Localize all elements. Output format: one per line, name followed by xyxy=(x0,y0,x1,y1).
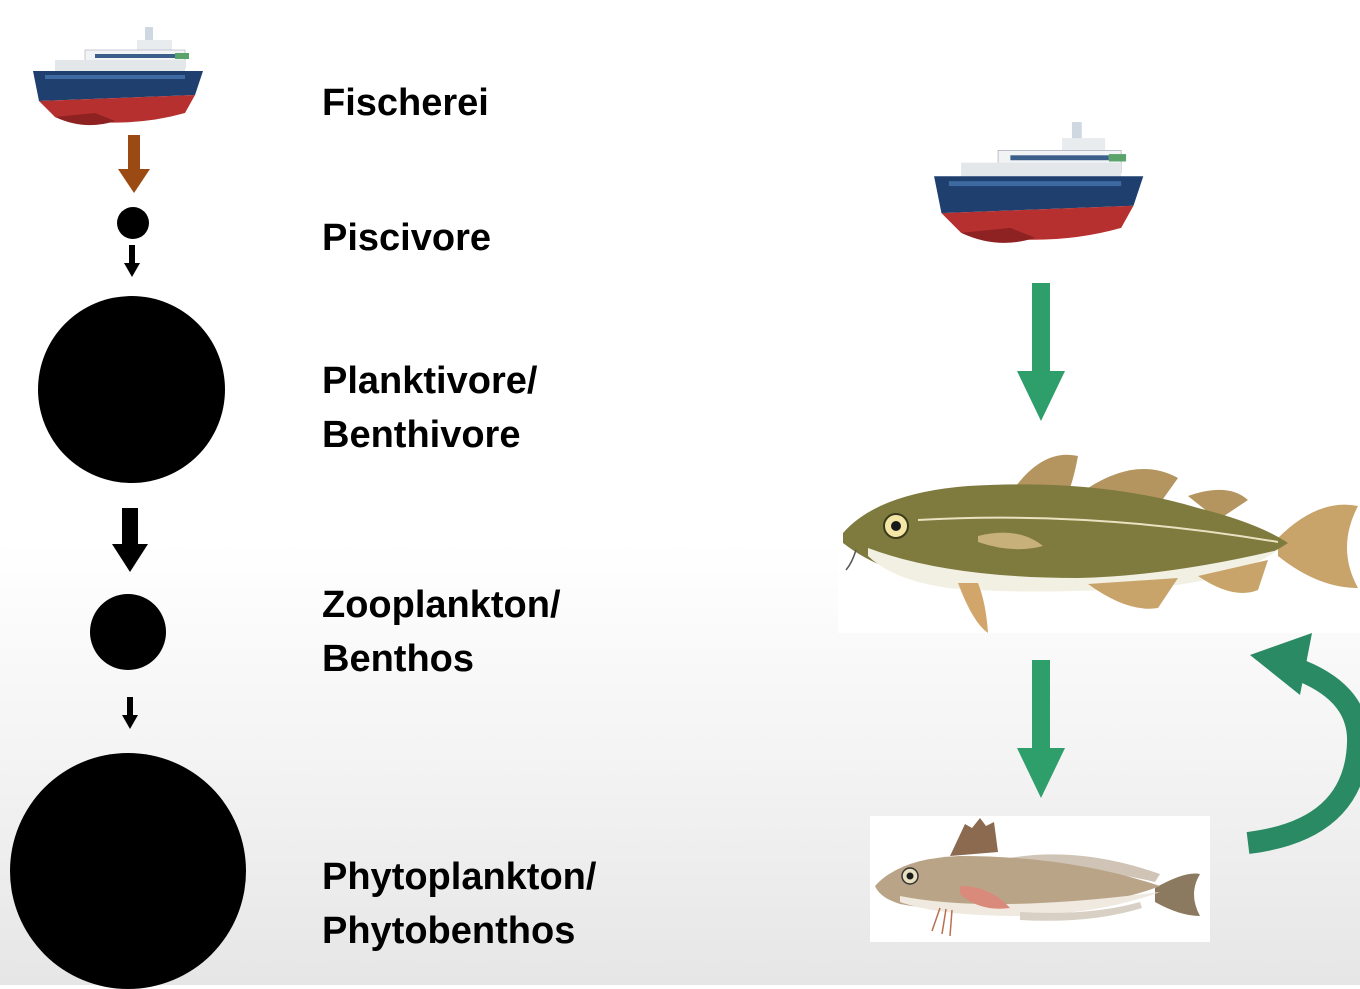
gurnard-fish-icon xyxy=(870,816,1210,942)
cod-image-frame xyxy=(838,438,1360,633)
label-fischerei: Fischerei xyxy=(322,76,489,130)
small-down-arrow xyxy=(120,697,140,731)
zooplankton-biomass-disc xyxy=(90,594,166,670)
label-phytoplankton-line2: Phytobenthos xyxy=(322,904,596,958)
gurnard-image-frame xyxy=(870,816,1210,942)
planktivore-biomass-disc xyxy=(38,296,225,483)
feedback-curved-arrow xyxy=(1240,625,1360,855)
cod-fish-icon xyxy=(838,438,1360,633)
label-planktivore: Planktivore/ Benthivore xyxy=(322,354,537,462)
large-down-arrow xyxy=(110,508,150,574)
label-zooplankton-line2: Benthos xyxy=(322,632,561,686)
label-zooplankton: Zooplankton/ Benthos xyxy=(322,578,561,686)
piscivore-biomass-disc xyxy=(117,207,149,239)
small-down-arrow xyxy=(122,245,142,279)
label-phytoplankton: Phytoplankton/ Phytobenthos xyxy=(322,850,596,958)
label-planktivore-line2: Benthivore xyxy=(322,408,537,462)
green-down-arrow xyxy=(1015,283,1067,423)
label-planktivore-line1: Planktivore/ xyxy=(322,354,537,408)
green-down-arrow xyxy=(1015,660,1067,800)
label-zooplankton-line1: Zooplankton/ xyxy=(322,578,561,632)
fishing-pressure-arrow xyxy=(114,135,154,197)
label-piscivore: Piscivore xyxy=(322,211,491,265)
label-fischerei-text: Fischerei xyxy=(322,82,489,124)
fishing-vessel-large xyxy=(915,95,1155,255)
label-piscivore-text: Piscivore xyxy=(322,217,491,259)
fishing-vessel-small xyxy=(25,5,205,135)
label-phytoplankton-line1: Phytoplankton/ xyxy=(322,850,596,904)
phytoplankton-biomass-disc xyxy=(10,753,246,989)
